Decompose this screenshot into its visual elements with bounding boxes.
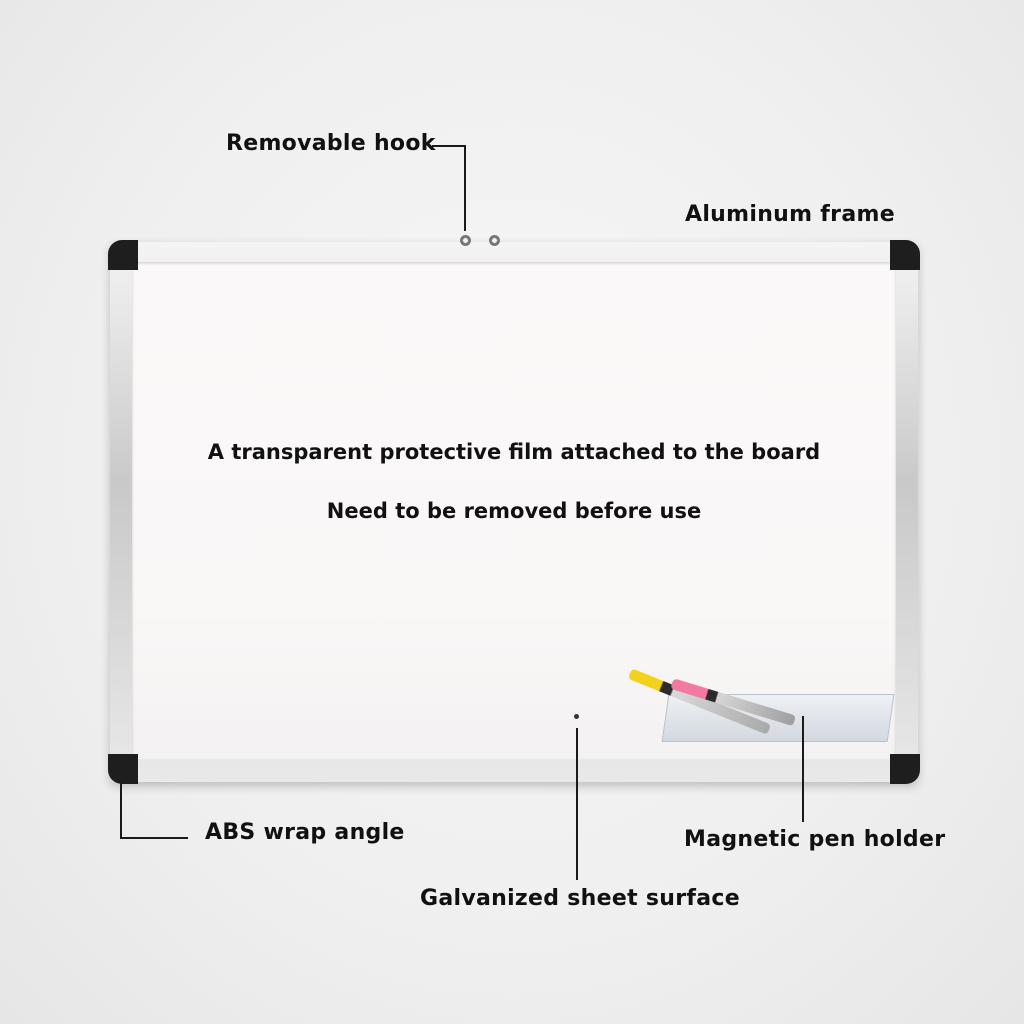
surface-callout-dot [574, 714, 579, 719]
hook-right [489, 235, 500, 246]
leader-hook-v [464, 145, 466, 231]
label-aluminum-frame: Aluminum frame [685, 202, 895, 227]
hook-left [460, 235, 471, 246]
leader-abs-v [120, 782, 122, 839]
abs-corner-top-left [108, 240, 138, 270]
film-notice-line1: A transparent protective film attached t… [207, 440, 821, 464]
abs-corner-top-right [890, 240, 920, 270]
abs-corner-bottom-right [890, 754, 920, 784]
label-galvanized-sheet-surface: Galvanized sheet surface [420, 886, 740, 911]
label-abs-wrap-angle: ABS wrap angle [205, 820, 405, 845]
abs-corner-bottom-left [108, 754, 138, 784]
leader-hook-h [432, 145, 466, 147]
film-notice-line2: Need to be removed before use [326, 499, 702, 523]
leader-abs-h [120, 837, 188, 839]
label-removable-hook: Removable hook [226, 131, 436, 156]
leader-pen-holder [802, 716, 804, 822]
label-magnetic-pen-holder: Magnetic pen holder [684, 827, 946, 852]
leader-surface [576, 728, 578, 880]
galvanized-sheet-surface [132, 262, 896, 760]
